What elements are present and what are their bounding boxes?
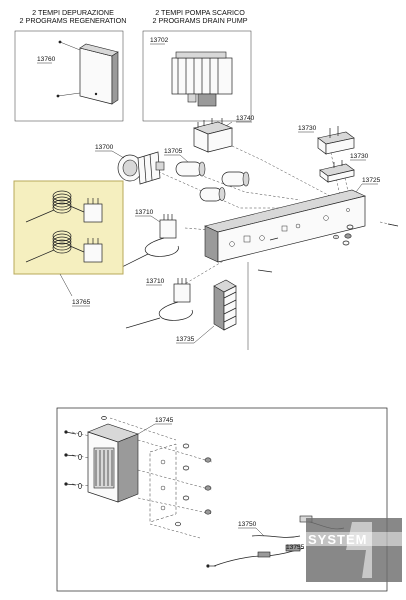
caption-regeneration-en: 2 PROGRAMS REGENERATION [20, 16, 127, 25]
part-label-13705: 13705 [164, 148, 183, 155]
part-label-13702: 13702 [150, 37, 169, 44]
kit-13760-frame [14, 30, 124, 122]
capillary-thermostat-upper [25, 190, 103, 223]
part-label-13755: 13755 [286, 544, 305, 551]
transformer-screws-left [64, 416, 107, 489]
caption-drain-pump-it: 2 TEMPI POMPA SCARICO [155, 8, 245, 17]
part-label-13760: 13760 [37, 56, 56, 63]
part-label-13750: 13750 [238, 521, 257, 528]
part-label-13730-lower: 13730 [350, 153, 369, 160]
timer-13702 [171, 51, 233, 107]
part-label-13710-lower: 13710 [146, 278, 165, 285]
transformer-13745 [87, 423, 139, 503]
caption-regeneration-it: 2 TEMPI DEPURAZIONE [32, 8, 114, 17]
caption-drain-pump-en: 2 PROGRAMS DRAIN PUMP [152, 16, 247, 25]
part-label-13710-upper: 13710 [135, 209, 154, 216]
part-label-13700: 13700 [95, 144, 114, 151]
terminal-block-13730-upper [317, 126, 355, 155]
kit-13702-frame [142, 30, 252, 122]
terminal-block-13730-lower [319, 160, 355, 183]
watermark-text: SYSTEM [308, 532, 367, 547]
part-label-13745: 13745 [155, 417, 174, 424]
thermostat-13710-upper [119, 214, 179, 269]
mounting-panel-13725 [204, 189, 366, 263]
panel-fasteners [257, 223, 399, 273]
part-label-13725: 13725 [362, 177, 381, 184]
part-label-13765: 13765 [72, 299, 91, 306]
part-label-13735: 13735 [176, 336, 195, 343]
capacitors-13705 [175, 161, 250, 202]
relay-13740 [193, 118, 233, 153]
module-13760 [56, 40, 119, 105]
motor-timer-13700 [117, 151, 165, 185]
part-label-13730-upper: 13730 [298, 125, 317, 132]
transformer-kit-frame [56, 407, 388, 592]
capillary-thermostat-lower [25, 230, 103, 263]
thermostat-13710-lower [125, 278, 193, 329]
kit-13765-highlight [13, 180, 124, 275]
system4-watermark-logo [306, 518, 402, 582]
terminal-strip-13735 [213, 279, 237, 331]
transformer-nuts-right [175, 443, 212, 527]
gasket-plate [149, 443, 177, 523]
part-label-13740: 13740 [236, 115, 255, 122]
